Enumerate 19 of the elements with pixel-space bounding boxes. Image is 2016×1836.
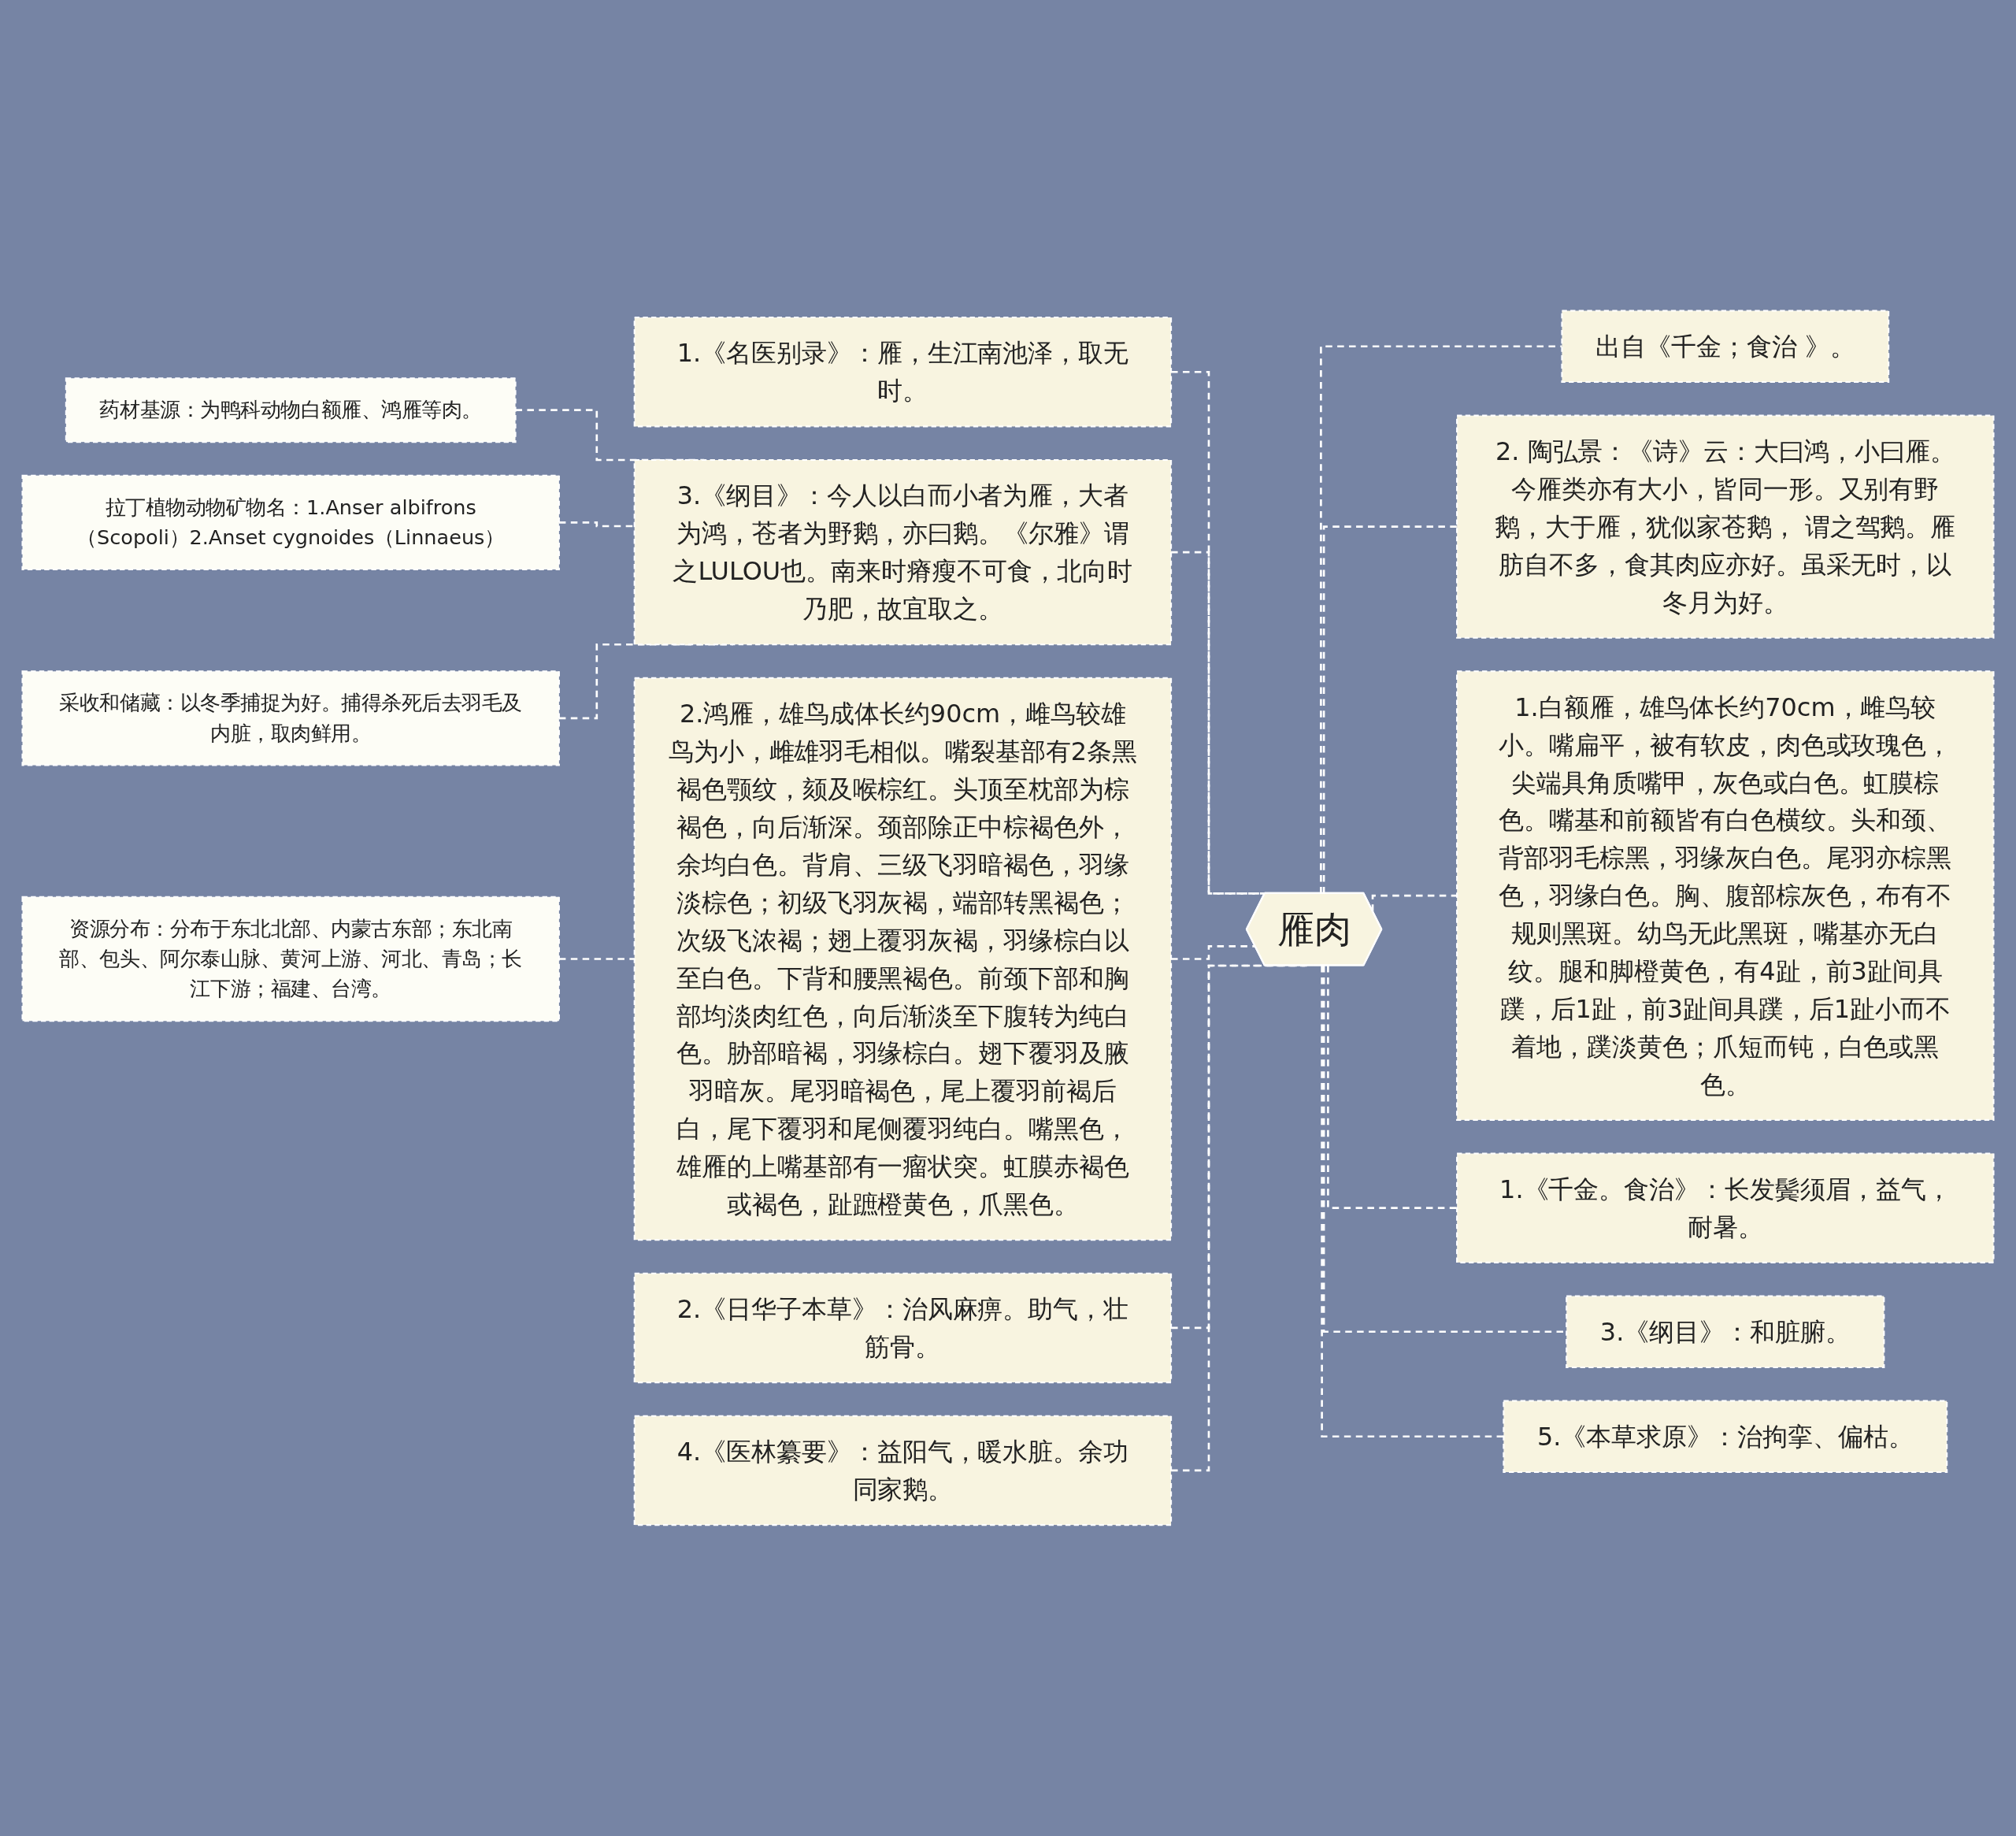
- node-box: 药材基源：为鸭科动物白额雁、鸿雁等肉。: [65, 377, 517, 443]
- node-box: 5.《本草求原》：治拘挛、偏枯。: [1503, 1400, 1948, 1474]
- node-box: 3.《纲目》：今人以白而小者为雁，大者为鸿，苍者为野鹅，亦曰鹅。《尔雅》谓之LULOU也。南来时瘠瘦不可食，北向时乃肥，故宜取之。: [633, 459, 1173, 646]
- node-box: 1.白额雁，雄鸟体长约70cm，雌鸟较小。嘴扁平，被有软皮，肉色或玫瑰色，尖端具角质嘴甲，灰色或白色。虹膜棕色。嘴基和前额皆有白色横纹。头和颈、背部羽毛棕黑，羽缘灰白色。尾羽亦棕黑色，羽缘白色。胸、腹部棕灰色，布有不规则黑斑。幼鸟无此黑斑，嘴基亦无白纹。腿和脚橙黄色，有4趾，前3趾间具蹼，后1趾，前3趾间具蹼，后1趾小而不着地，蹼淡黄色；爪短而钝，白色或黑色。: [1456, 670, 1995, 1122]
- node-box: 采收和储藏：以冬季捕捉为好。捕得杀死后去羽毛及内脏，取肉鲜用。: [21, 670, 560, 766]
- connector: [1321, 966, 1504, 1438]
- node-box: 4.《医林纂要》：益阳气，暖水脏。余功同家鹅。: [633, 1415, 1173, 1526]
- node-box: 出自《千金；食治 》。: [1561, 310, 1890, 384]
- connector: [1371, 894, 1458, 911]
- node-box: 资源分布：分布于东北北部、内蒙古东部；东北南部、包头、阿尔泰山脉、黄河上游、河北、青岛；长江下游；福建、台湾。: [21, 896, 560, 1022]
- node-box: 2.《日华子本草》：治风麻痹。助气，壮筋骨。: [633, 1272, 1173, 1384]
- node-box: 1.《千金。食治》：长发鬓须眉，益气，耐暑。: [1456, 1152, 1995, 1264]
- node-box: 3.《纲目》：和脏腑。: [1566, 1295, 1885, 1369]
- node-box: 2. 陶弘景：《诗》云：大曰鸿，小曰雁。今雁类亦有大小，皆同一形。又别有野鹅，大于雁，犹似家苍鹅， 谓之驾鹅。雁肪自不多，食其肉应亦好。虽采无时，以冬月为好。: [1456, 414, 1995, 639]
- connector: [1322, 525, 1458, 894]
- node-box: 2.鸿雁，雄鸟成体长约90cm，雌鸟较雄鸟为小，雌雄羽毛相似。嘴裂基部有2条黑褐色颚纹，颏及喉棕红。头顶至枕部为棕褐色，向后渐深。颈部除正中棕褐色外，余均白色。背肩、三级飞羽暗褐色，羽缘淡棕色；初级飞羽灰褐，端部转黑褐色；次级飞浓褐；翅上覆羽灰褐，羽缘棕白以至白色。下背和腰黑褐色。前颈下部和胸部均淡肉红色，向后渐淡至下腹转为纯白色。胁部暗褐，羽缘棕白。翅下覆羽及腋羽暗灰。尾羽暗褐色，尾上覆羽前褐后白，尾下覆羽和尾侧覆羽纯白。嘴黑色，雄雁的上嘴基部有一瘤状突。虹膜赤褐色或褐色，趾蹠橙黄色，爪黑色。: [633, 677, 1173, 1241]
- connector: [1327, 966, 1458, 1210]
- node-box: 1.《名医别录》：雁，生江南池泽，取无时。: [633, 317, 1173, 428]
- node-box: 拉丁植物动物矿物名：1.Anser albifrons（Scopoli）2.Anset cygnoides（Linnaeus）: [21, 474, 560, 571]
